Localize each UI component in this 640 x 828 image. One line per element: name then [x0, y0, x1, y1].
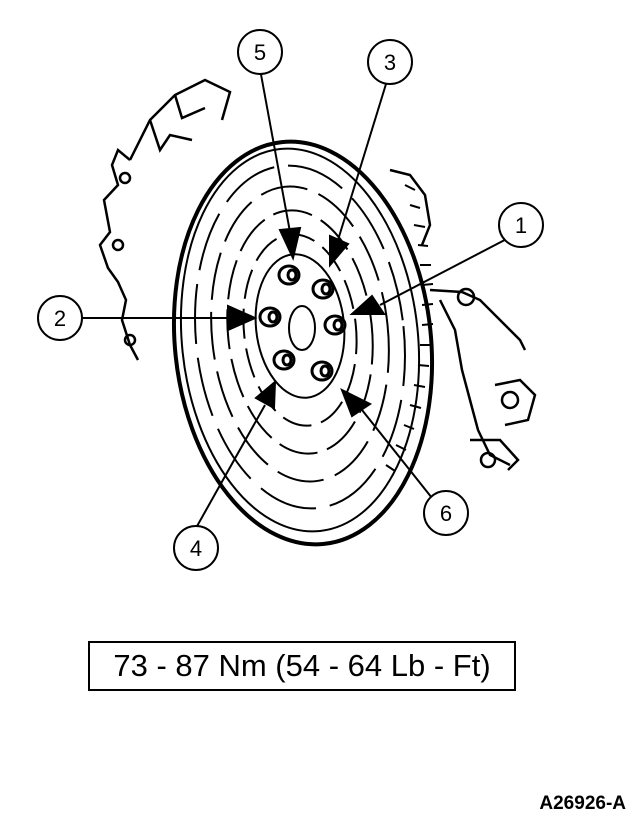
- figure-id: A26926-A: [539, 793, 626, 814]
- bolt-5: [277, 264, 301, 286]
- bolt-3: [311, 278, 335, 300]
- flywheel: [171, 139, 435, 547]
- callout-6: 6: [423, 490, 469, 536]
- bolt-1: [323, 314, 347, 336]
- callout-1-label: 1: [515, 213, 527, 238]
- callout-2: 2: [37, 295, 83, 341]
- torque-spec-box: 73 - 87 Nm (54 - 64 Lb - Ft): [88, 641, 516, 691]
- flywheel-bolts: [258, 264, 347, 382]
- callout-4-label: 4: [190, 536, 202, 561]
- bolt-2: [258, 306, 282, 328]
- callout-4: 4: [173, 525, 219, 571]
- callout-6-label: 6: [440, 501, 452, 526]
- engine-block: [98, 78, 537, 471]
- callout-5-label: 5: [254, 40, 266, 65]
- torque-spec: 73 - 87 Nm (54 - 64 Lb - Ft): [113, 648, 491, 683]
- callout-3-label: 3: [384, 50, 396, 75]
- callout-2-label: 2: [54, 306, 66, 331]
- bolt-6: [310, 360, 334, 382]
- callout-1: 1: [498, 202, 544, 248]
- callout-5: 5: [237, 29, 283, 75]
- bolt-4: [272, 349, 296, 371]
- callout-3: 3: [367, 39, 413, 85]
- leader-lines: [82, 68, 521, 529]
